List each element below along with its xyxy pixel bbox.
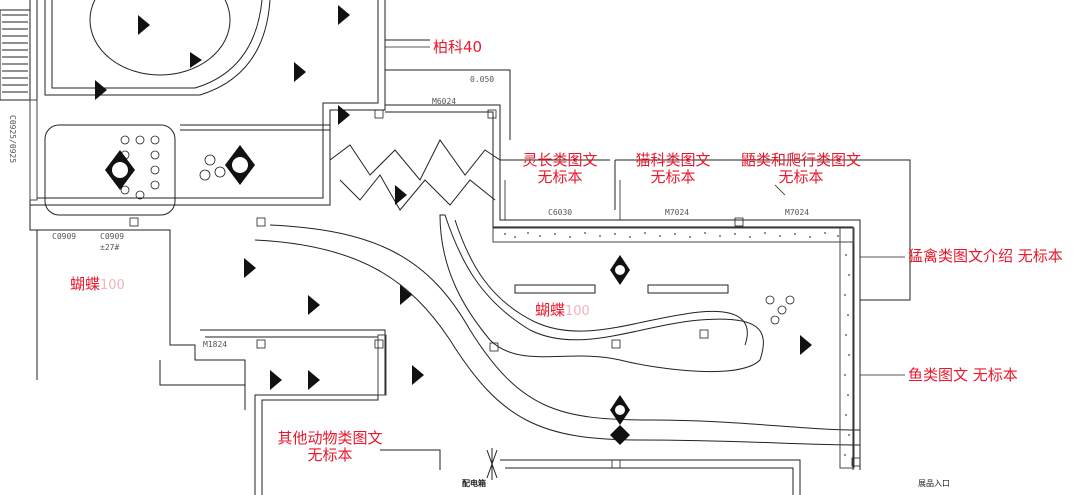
- marker-arrow-icon: [138, 15, 150, 35]
- dim-m1824: M1824: [203, 340, 228, 349]
- label-baike: 柏科40: [433, 38, 483, 56]
- curved-room-wall: [44, 0, 271, 96]
- marker-arrow-icon: [308, 370, 320, 390]
- dim-c0909: C0909: [52, 232, 77, 241]
- label-yulei: 鱼类图文 无标本: [908, 366, 1018, 384]
- label-qita: 其他动物类图文 无标本: [270, 430, 390, 464]
- label-mengqin: 猛禽类图文介绍 无标本: [908, 247, 1063, 265]
- dim-m6024: M6024: [432, 97, 457, 106]
- dim-m7024-b: M7024: [785, 208, 810, 217]
- label-maoke-title: 猫科类图文: [635, 151, 711, 169]
- display-wall-top: [492, 227, 854, 243]
- lounge-room-wall: [44, 124, 176, 216]
- dim-elevation: 0.050: [470, 75, 495, 84]
- marker-arrow-icon: [338, 105, 350, 125]
- dim-c6030: C6030: [548, 208, 573, 217]
- dim-side-code: C0925/0925: [8, 115, 17, 164]
- marker-arrow-icon: [244, 258, 256, 278]
- label-pilei-sub: 无标本: [778, 168, 824, 186]
- label-pilei: 鼯类和爬行类图文 无标本: [730, 152, 872, 186]
- label-lingzhang-sub: 无标本: [537, 168, 583, 186]
- tag-distribution-box: 配电箱: [462, 479, 486, 488]
- label-lingzhang-title: 灵长类图文: [522, 151, 598, 169]
- label-qita-title: 其他动物类图文: [277, 429, 383, 447]
- marker-arrow-icon: [400, 285, 412, 305]
- marker-arrow-icon: [270, 370, 282, 390]
- marker-arrow-icon: [95, 80, 107, 100]
- walkway-curve: [269, 224, 861, 431]
- label-lingzhang: 灵长类图文 无标本: [515, 152, 605, 186]
- marker-arrow-icon: [338, 5, 350, 25]
- tag-corner: 展品入口: [918, 479, 950, 488]
- dim-c0909-b: C0909: [100, 232, 125, 241]
- marker-arrow-icon: [308, 295, 320, 315]
- dim-m7024-a: M7024: [665, 208, 690, 217]
- label-maoke: 猫科类图文 无标本: [628, 152, 718, 186]
- other-animals-room-wall: [200, 329, 386, 495]
- main-hall-wall: [385, 104, 861, 470]
- marker-diamond-icon: [610, 425, 630, 445]
- display-bar-2: [647, 284, 729, 294]
- label-hudie-left: 蝴蝶100: [70, 276, 125, 294]
- label-hudie-center-num: 100: [565, 304, 590, 319]
- label-maoke-sub: 无标本: [650, 168, 696, 186]
- label-hudie-center: 蝴蝶100: [535, 302, 590, 320]
- marker-arrow-icon: [294, 62, 306, 82]
- stair-outline: [0, 9, 30, 101]
- marker-arrow-icon: [800, 335, 812, 355]
- winding-display-case: [439, 214, 764, 372]
- marker-arrow-icon: [395, 185, 407, 205]
- label-pilei-title: 鼯类和爬行类图文: [740, 151, 861, 169]
- marker-arrow-icon: [412, 365, 424, 385]
- dim-level: ±27#: [100, 243, 120, 252]
- display-wall-right: [839, 227, 855, 469]
- label-qita-sub: 无标本: [307, 446, 353, 464]
- label-hudie-left-num: 100: [100, 278, 125, 293]
- display-bar-1: [514, 284, 596, 294]
- zigzag-ceiling: [329, 139, 501, 181]
- label-hudie-left-text: 蝴蝶: [70, 275, 101, 293]
- marker-arrow-icon: [190, 52, 202, 68]
- label-hudie-center-text: 蝴蝶: [535, 301, 566, 319]
